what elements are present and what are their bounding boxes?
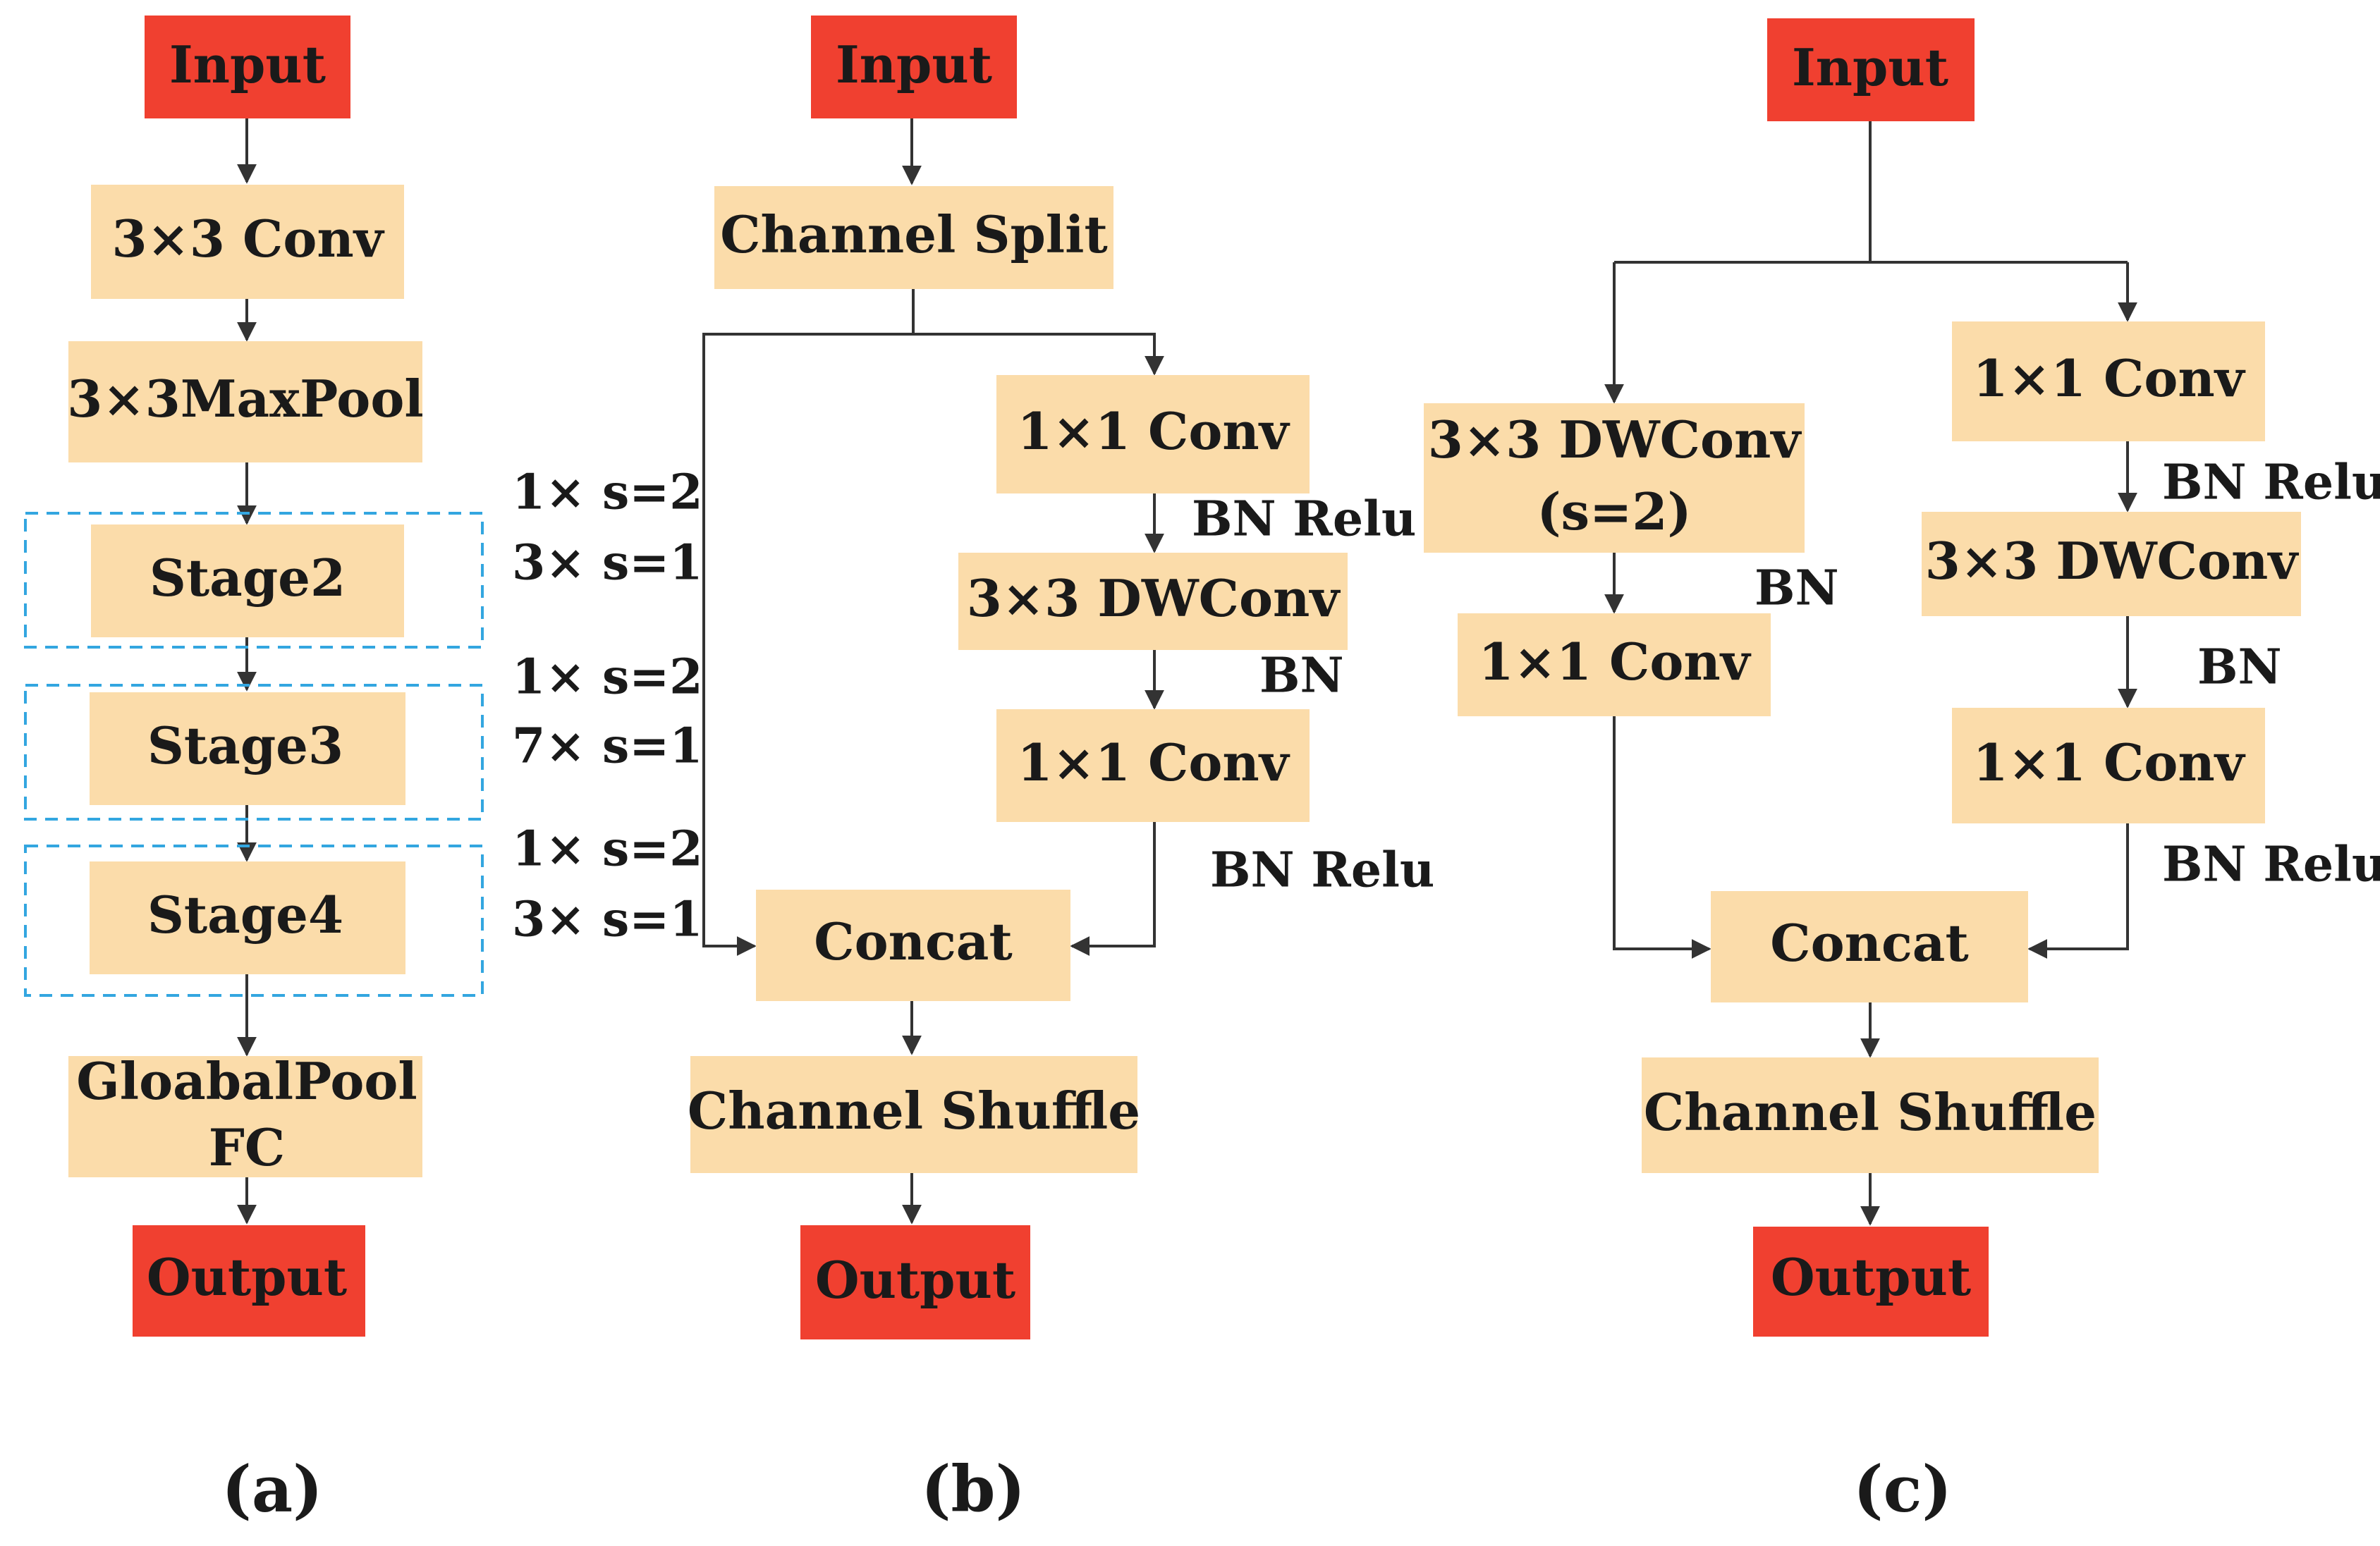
note-b-bn-relu-1: BN Relu <box>1192 491 1416 548</box>
caption-a: (a) <box>221 1452 322 1527</box>
stage3-repeat-1: 1× s=2 <box>512 649 703 706</box>
node-a-stage3-label: Stage3 <box>147 716 343 775</box>
node-c-right-dwconv <box>1922 512 2301 616</box>
node-a-pool <box>68 1056 422 1177</box>
panel-b: Input Channel Split 1×1 Conv 3×3 DWConv … <box>688 16 1434 1527</box>
stage4-repeat-1: 1× s=2 <box>512 821 703 878</box>
node-b-concat <box>756 890 1070 1001</box>
node-c-right-conv1 <box>1952 321 2265 441</box>
edge-c-left-conv-concat <box>1613 716 1711 959</box>
node-b-output-label: Output <box>815 1250 1015 1310</box>
node-c-right-conv2 <box>1952 708 2265 823</box>
caption-b: (b) <box>921 1452 1025 1527</box>
caption-c: (c) <box>1853 1452 1952 1527</box>
panel-c: Input 3×3 DWConv (s=2) 1×1 Conv 1×1 Conv… <box>1424 18 2380 1527</box>
node-a-conv-label: 3×3 Conv <box>111 209 384 269</box>
stage3-repeat-2: 7× s=1 <box>512 718 703 775</box>
note-c-right-bn-relu-1: BN Relu <box>2162 455 2380 511</box>
edge-b-conv2-concat <box>1070 822 1156 956</box>
stage4-repeat-2: 3× s=1 <box>512 892 703 948</box>
node-b-input-label: Input <box>836 35 992 94</box>
node-b-conv1 <box>996 375 1310 493</box>
node-b-shuffle-label: Channel Shuffle <box>688 1081 1140 1141</box>
node-c-left-dwconv-label-1: 3×3 DWConv <box>1428 410 1802 470</box>
node-a-stage4 <box>90 861 405 974</box>
stage2-repeat-2: 3× s=1 <box>512 535 703 591</box>
node-a-input <box>145 16 350 118</box>
node-c-concat-label: Concat <box>1770 913 1968 973</box>
node-c-input-label: Input <box>1792 37 1948 97</box>
note-c-right-bn: BN <box>2197 639 2282 696</box>
node-b-output <box>800 1225 1030 1339</box>
node-b-conv2-label: 1×1 Conv <box>1017 732 1290 792</box>
node-c-left-conv-label: 1×1 Conv <box>1478 632 1751 692</box>
node-a-stage3 <box>90 692 405 805</box>
stage4-frame <box>24 845 484 997</box>
node-b-dwconv-label: 3×3 DWConv <box>967 568 1341 628</box>
edge-c-right-conv2-concat <box>2027 823 2129 959</box>
node-c-left-conv <box>1458 613 1771 716</box>
node-a-stage2 <box>91 524 404 637</box>
edge-b-split-conv1 <box>912 289 1164 376</box>
node-a-input-label: Input <box>169 35 326 94</box>
node-b-conv2 <box>996 709 1310 822</box>
node-b-input <box>811 16 1017 118</box>
node-a-maxpool-label: 3×3MaxPool <box>67 369 423 429</box>
note-b-bn: BN <box>1259 648 1344 704</box>
node-b-conv1-label: 1×1 Conv <box>1017 401 1290 461</box>
note-c-right-bn-relu-2: BN Relu <box>2162 837 2380 893</box>
node-b-dwconv <box>958 553 1348 650</box>
panel-a: Input 3×3 Conv 3×3MaxPool Stage2 Stage3 … <box>24 16 703 1527</box>
node-c-shuffle-label: Channel Shuffle <box>1644 1082 2097 1142</box>
node-b-split-label: Channel Split <box>720 204 1108 264</box>
node-a-pool-label-1: GloabalPool <box>76 1051 417 1111</box>
node-c-output <box>1753 1227 1989 1337</box>
node-b-shuffle <box>690 1056 1137 1173</box>
node-c-input <box>1767 18 1975 121</box>
node-c-right-dwconv-label: 3×3 DWConv <box>1925 531 2300 591</box>
node-a-output-label: Output <box>147 1247 347 1307</box>
node-a-output <box>133 1225 365 1337</box>
node-c-concat <box>1711 891 2028 1002</box>
node-c-shuffle <box>1642 1057 2099 1173</box>
edge-b-split-bypass <box>702 333 913 956</box>
node-c-right-conv1-label: 1×1 Conv <box>1972 348 2245 408</box>
note-c-left-bn: BN <box>1755 560 1839 617</box>
node-c-output-label: Output <box>1771 1247 1971 1307</box>
node-c-right-conv2-label: 1×1 Conv <box>1972 732 2245 792</box>
node-a-pool-label-2: FC <box>209 1117 285 1177</box>
note-b-bn-relu-2: BN Relu <box>1210 842 1434 899</box>
node-b-split <box>714 186 1113 289</box>
node-a-stage4-label: Stage4 <box>147 885 343 945</box>
node-b-concat-label: Concat <box>814 912 1012 971</box>
node-c-left-dwconv <box>1424 403 1805 553</box>
node-c-left-dwconv-label-2: (s=2) <box>1537 481 1691 541</box>
stage2-repeat-1: 1× s=2 <box>512 465 703 521</box>
node-a-maxpool <box>68 341 422 462</box>
node-a-stage2-label: Stage2 <box>149 548 346 608</box>
node-a-conv <box>91 185 404 299</box>
